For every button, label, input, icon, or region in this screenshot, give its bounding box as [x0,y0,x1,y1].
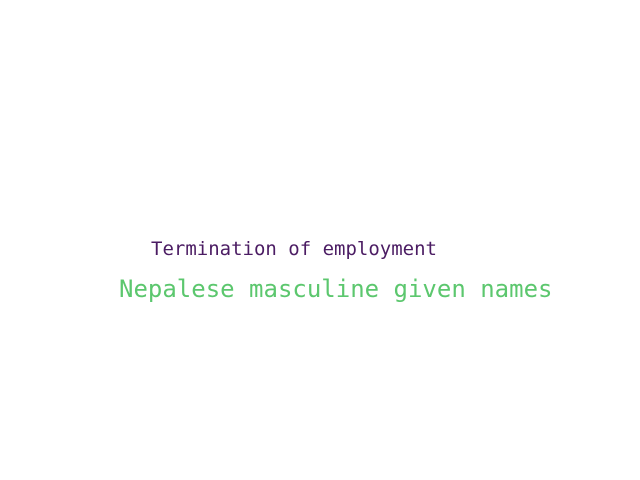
word-cloud-term-nepalese-masculine-given-names: Nepalese masculine given names [119,275,553,303]
word-cloud-term-termination-of-employment: Termination of employment [151,238,437,260]
